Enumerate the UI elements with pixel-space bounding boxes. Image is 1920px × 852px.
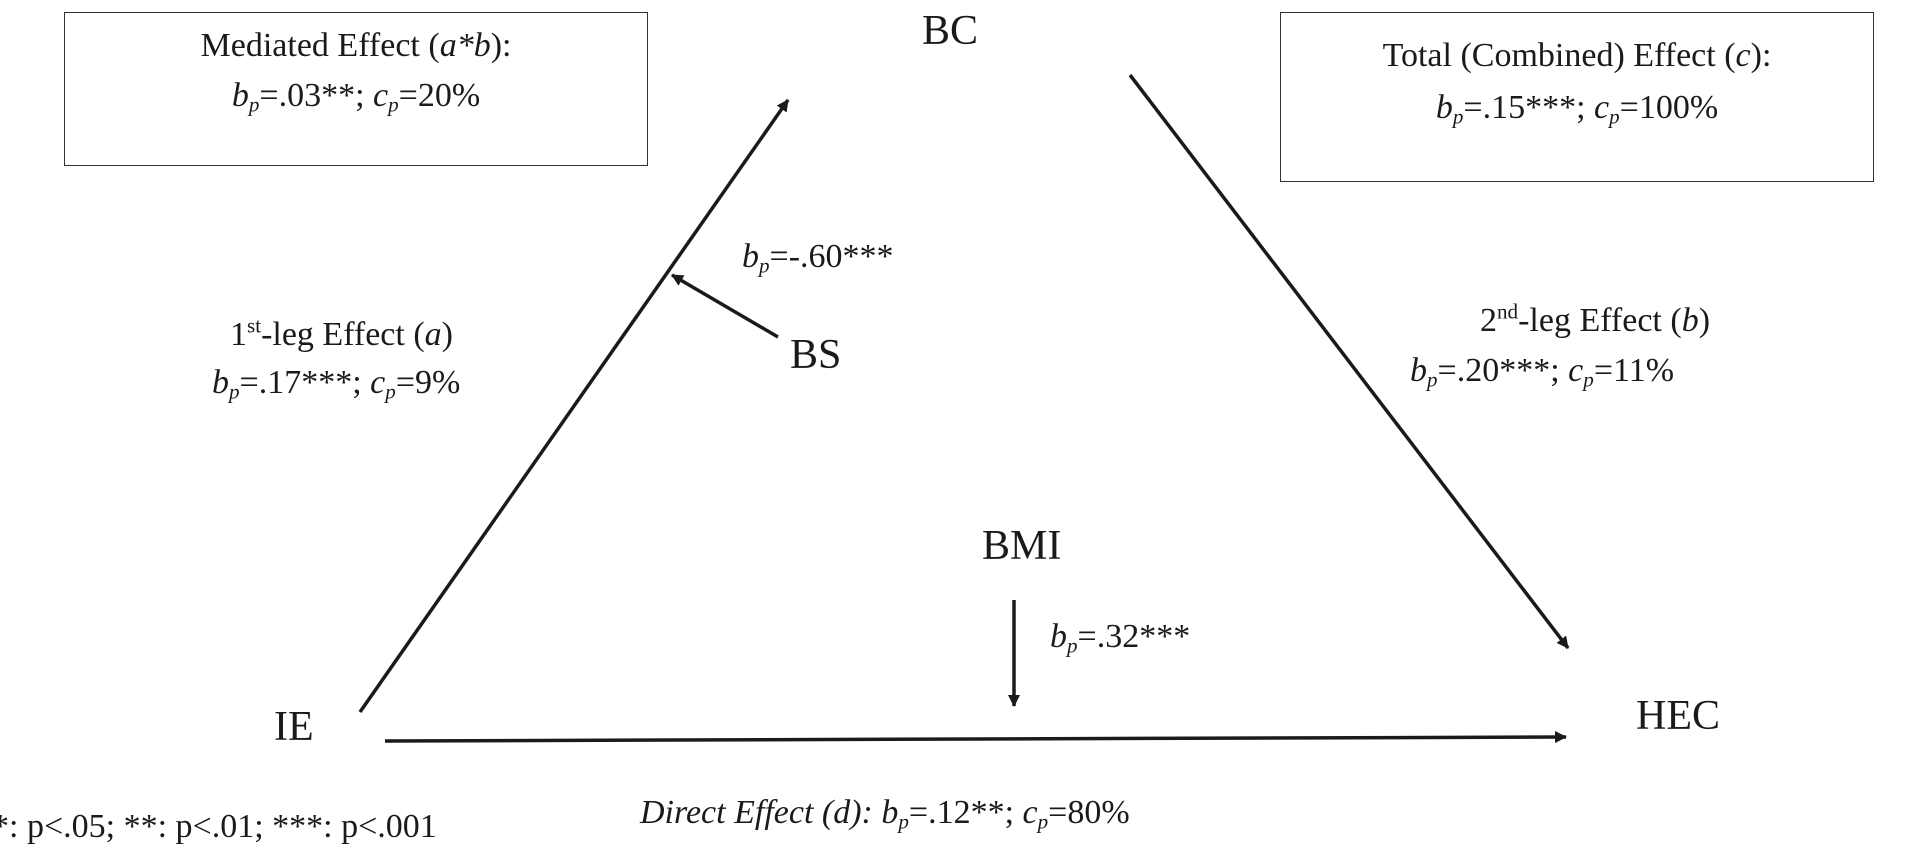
- arrow-bc-to-hec: [1128, 73, 1570, 650]
- total-effect-values: bp=.15***; cp=100%: [1435, 89, 1719, 129]
- arrow-bs-moderation: [671, 273, 779, 339]
- significance-footnote: *: p<.05; **: p<.01; ***: p<.001: [0, 808, 437, 845]
- bmi-moderation-value: bp=.32***: [1050, 618, 1191, 658]
- mediated-effect-values: bp=.03**; cp=20%: [231, 77, 481, 117]
- direct-effect-label: Direct Effect (d): bp=.12**; cp=80%: [640, 794, 1130, 834]
- total-effect-box: Total (Combined) Effect (c): bp=.15***; …: [1280, 12, 1874, 182]
- node-hec: HEC: [1636, 693, 1720, 739]
- first-leg-effect-values: bp=.17***; cp=9%: [212, 364, 461, 404]
- arrow-ie-to-hec: [384, 731, 1567, 744]
- node-bs: BS: [790, 332, 842, 378]
- bs-moderation-value: bp=-.60***: [742, 238, 894, 278]
- total-effect-title: Total (Combined) Effect (c):: [1382, 37, 1772, 74]
- second-leg-effect-values: bp=.20***; cp=11%: [1410, 352, 1675, 392]
- arrow-ie-to-bc: [358, 98, 790, 714]
- mediated-effect-title: Mediated Effect (a*b):: [200, 27, 512, 64]
- second-leg-effect-title: 2nd-leg Effect (b): [1480, 299, 1711, 339]
- mediated-effect-box: Mediated Effect (a*b): bp=.03**; cp=20%: [64, 12, 648, 166]
- first-leg-effect-title: 1st-leg Effect (a): [230, 313, 453, 353]
- node-ie: IE: [274, 704, 314, 750]
- node-bc: BC: [922, 8, 979, 54]
- node-bmi: BMI: [982, 523, 1062, 569]
